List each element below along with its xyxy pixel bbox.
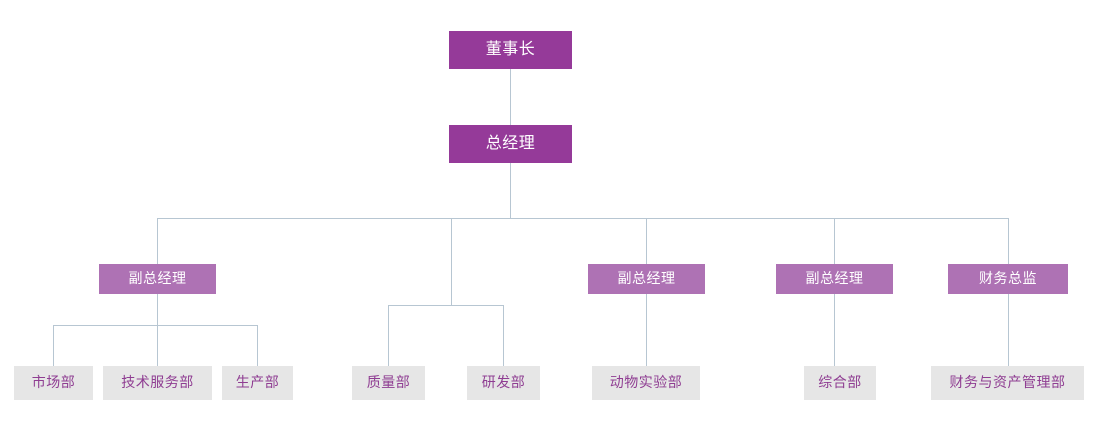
- connector-drop-production: [257, 325, 258, 366]
- connector-drop-quality: [388, 305, 389, 366]
- node-general-manager[interactable]: 总经理: [449, 125, 572, 163]
- node-dept-finance-asset[interactable]: 财务与资产管理部: [931, 366, 1084, 400]
- node-dept-market[interactable]: 市场部: [14, 366, 93, 400]
- connector-drop-middle: [451, 218, 452, 305]
- connector-drop-deputy2: [646, 218, 647, 264]
- connector-chairman-to-gm: [510, 69, 511, 125]
- connector-deputy3-to-general-affairs: [834, 294, 835, 366]
- node-deputy-gm-3[interactable]: 副总经理: [776, 264, 893, 294]
- node-dept-production[interactable]: 生产部: [222, 366, 293, 400]
- node-dept-animal-lab[interactable]: 动物实验部: [592, 366, 700, 400]
- node-deputy-gm-2[interactable]: 副总经理: [588, 264, 705, 294]
- connector-middle-bar: [388, 305, 504, 306]
- node-dept-rnd[interactable]: 研发部: [467, 366, 540, 400]
- node-cfo[interactable]: 财务总监: [948, 264, 1068, 294]
- node-dept-tech-service[interactable]: 技术服务部: [103, 366, 212, 400]
- connector-gm-stem: [510, 163, 511, 218]
- connector-drop-deputy3: [834, 218, 835, 264]
- connector-drop-market: [53, 325, 54, 366]
- connector-drop-rnd: [503, 305, 504, 366]
- connector-level3-bar: [157, 218, 1009, 219]
- connector-drop-tech-service: [157, 325, 158, 366]
- connector-deputy1-stem: [157, 294, 158, 325]
- connector-deputy1-bar: [53, 325, 258, 326]
- connector-deputy2-to-animal-lab: [646, 294, 647, 366]
- node-dept-quality[interactable]: 质量部: [352, 366, 425, 400]
- connector-drop-cfo: [1008, 218, 1009, 264]
- connector-cfo-to-finance: [1008, 294, 1009, 366]
- node-dept-general-affairs[interactable]: 综合部: [804, 366, 876, 400]
- node-deputy-gm-1[interactable]: 副总经理: [99, 264, 216, 294]
- node-chairman[interactable]: 董事长: [449, 31, 572, 69]
- connector-drop-deputy1: [157, 218, 158, 264]
